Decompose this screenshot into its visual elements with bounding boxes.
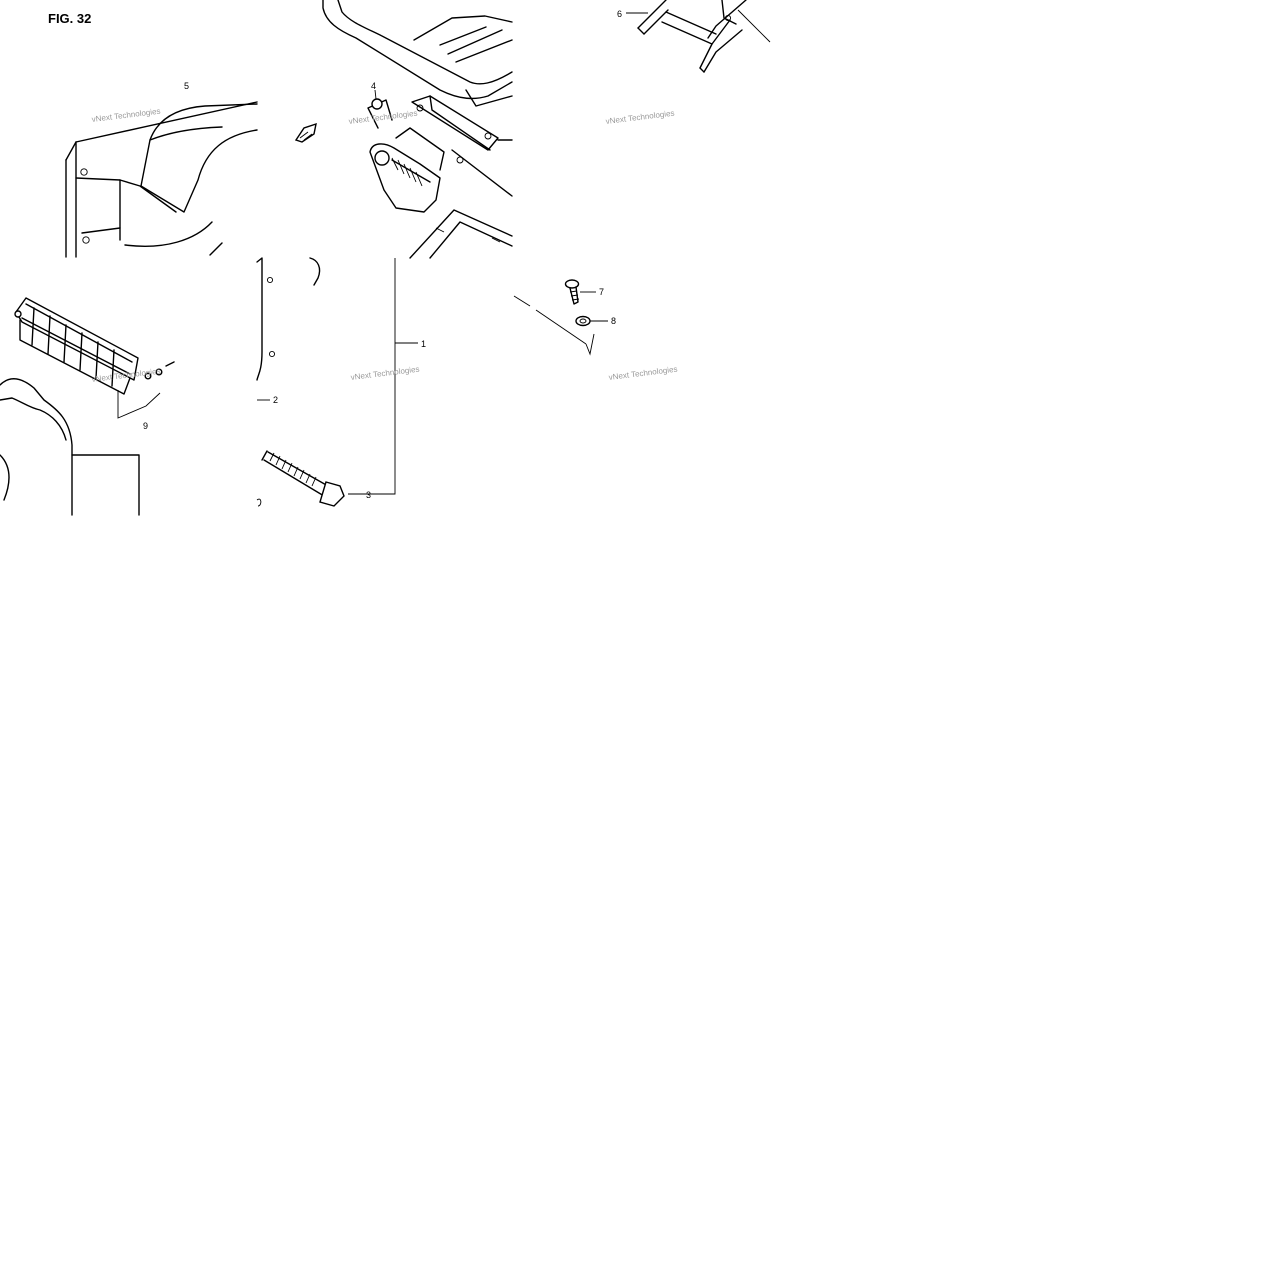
part-7-screw: [564, 279, 596, 305]
callout-8: 8: [611, 316, 616, 326]
part-9-rear-grille: [14, 297, 175, 419]
callout-2: 2: [273, 395, 278, 405]
callout-7: 7: [599, 287, 604, 297]
callout-9: 9: [143, 421, 148, 431]
watermark: vNext Technologies: [608, 365, 678, 382]
watermark: vNext Technologies: [91, 107, 161, 124]
part-1-leader: [256, 258, 418, 507]
part-5-seat-carrier: [65, 101, 258, 258]
watermark: vNext Technologies: [605, 109, 675, 126]
arrow-marker: [294, 122, 317, 143]
watermark: vNext Technologies: [348, 109, 418, 126]
part-3-bolt: [261, 450, 345, 507]
parts-7-8-leader: [513, 295, 595, 356]
callout-3: 3: [366, 490, 371, 500]
part-5-body-lower: [0, 257, 321, 516]
figure-title: FIG. 32: [48, 11, 91, 26]
callout-6: 6: [617, 9, 622, 19]
watermark: vNext Technologies: [350, 365, 420, 382]
part-8-washer: [575, 315, 608, 327]
watermark: vNext Technologies: [91, 367, 161, 384]
part-6-bracket: [626, 0, 771, 73]
callout-4: 4: [371, 81, 376, 91]
part-4-hinge-assembly: [322, 0, 513, 259]
callout-1: 1: [421, 339, 426, 349]
callout-5: 5: [184, 81, 189, 91]
